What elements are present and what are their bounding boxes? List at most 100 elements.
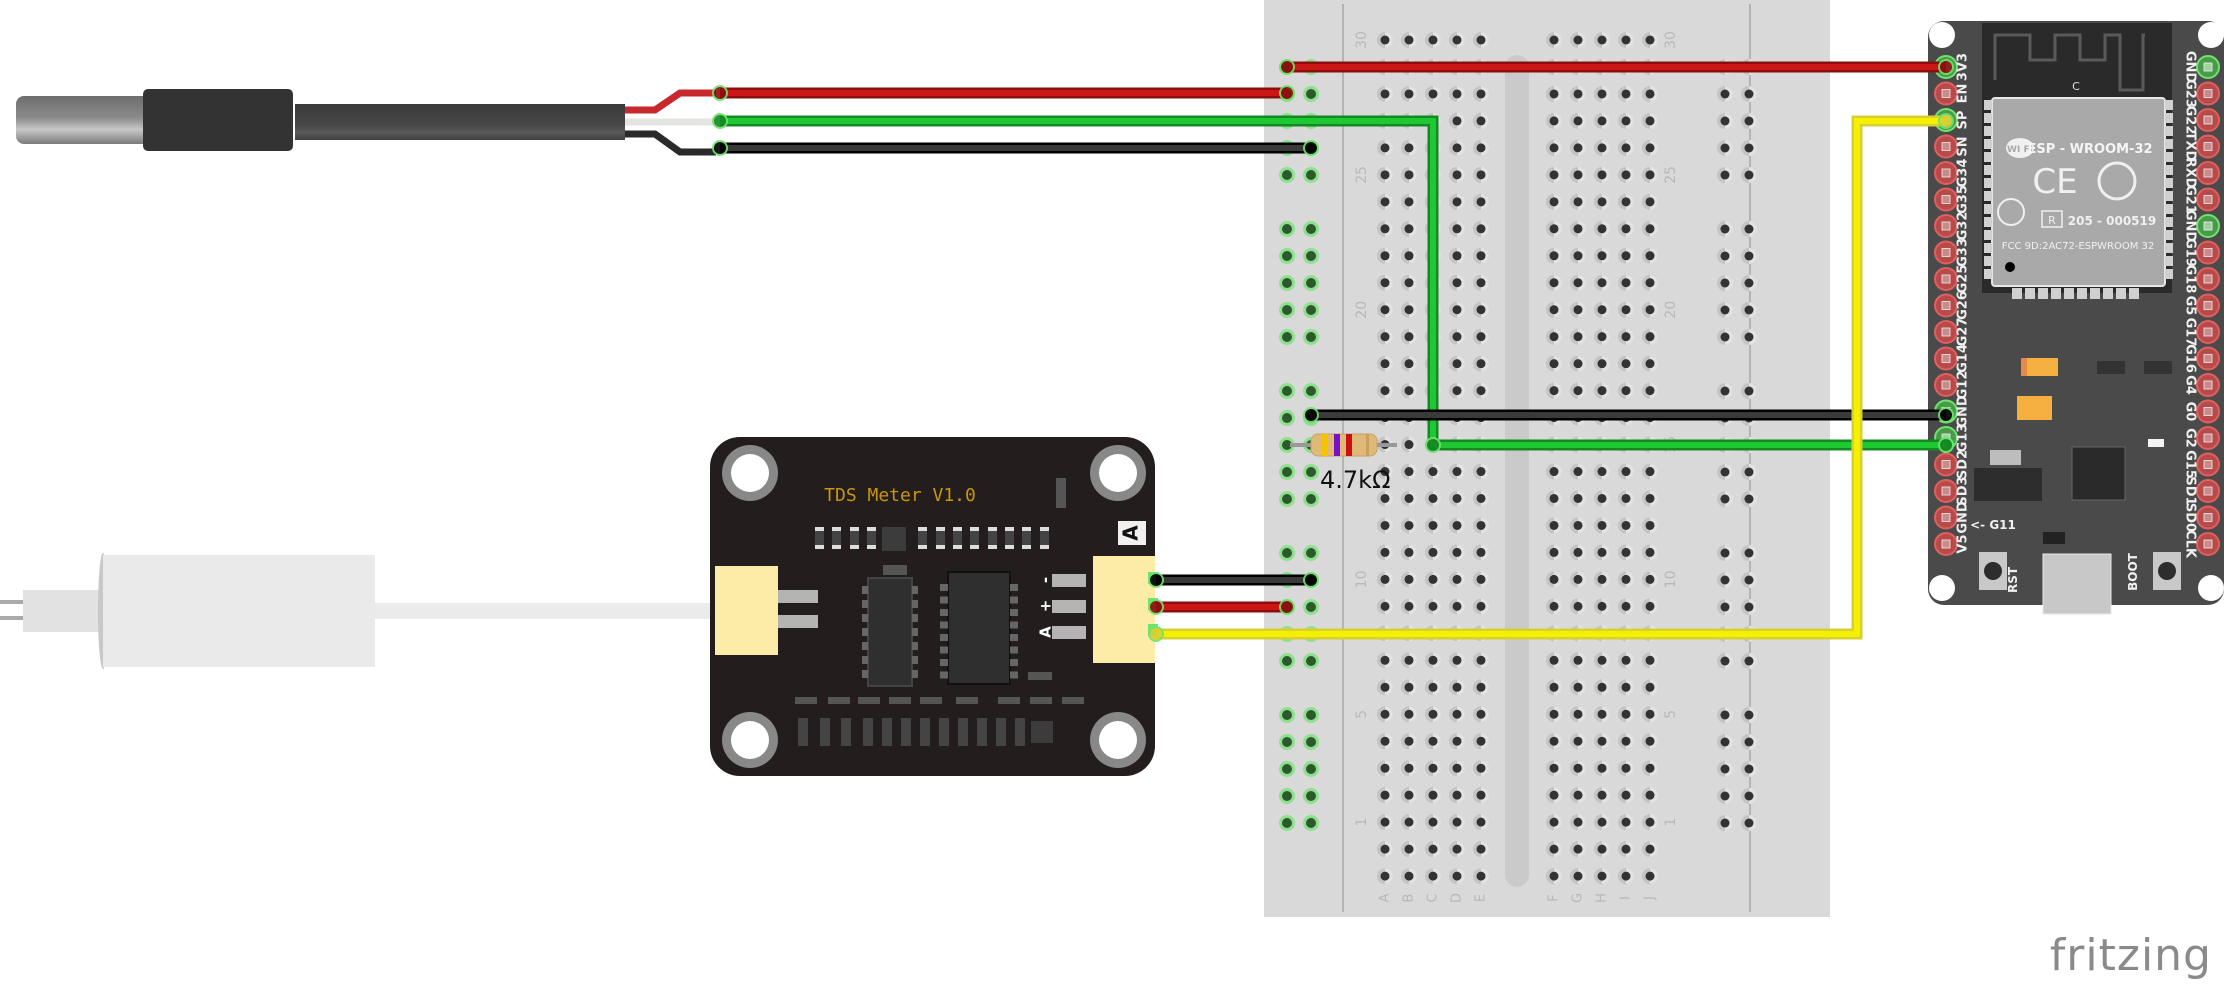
- esp32-pin-sd1[interactable]: SD1: [2183, 476, 2220, 506]
- tds-probe[interactable]: [0, 553, 715, 669]
- esp32-pin-g26[interactable]: G26: [1934, 291, 1971, 320]
- breadboard-hole-center: [1597, 817, 1607, 827]
- breadboard-hole-center: [1573, 682, 1583, 692]
- connector-pin: [778, 615, 818, 628]
- wire-endpoint[interactable]: [1938, 59, 1954, 75]
- breadboard-hole-center: [1452, 493, 1462, 503]
- esp32-pin-g35[interactable]: G35: [1934, 185, 1971, 214]
- esp32-pin-g12[interactable]: G12: [1934, 371, 1971, 400]
- breadboard-hole-center: [1621, 547, 1631, 557]
- wire-endpoint[interactable]: [1148, 572, 1164, 588]
- esp32-pin-g2[interactable]: G2: [2183, 426, 2220, 450]
- esp32-pin-sn[interactable]: SN: [1934, 134, 1971, 159]
- esp32-pin-en[interactable]: EN: [1934, 81, 1971, 106]
- esp32-pin-rxd[interactable]: RXD: [2183, 158, 2220, 189]
- wire-endpoint[interactable]: [1148, 626, 1164, 642]
- transistor: [2144, 361, 2172, 374]
- wire-endpoint[interactable]: [1938, 407, 1954, 423]
- pin-label: SD1: [2183, 476, 2198, 505]
- probe-red-wire[interactable]: [712, 85, 1295, 101]
- esp32-pin-clk[interactable]: CLK: [2183, 530, 2220, 559]
- esp32-pin-g19[interactable]: G19: [2183, 238, 2220, 267]
- resistor[interactable]: 4.7kΩ: [1290, 433, 1397, 494]
- breadboard-hole-center: [1404, 89, 1414, 99]
- data-green-wire[interactable]: [1425, 437, 1954, 453]
- esp32-pin-g0[interactable]: G0: [2183, 399, 2220, 424]
- breadboard-hole-center: [1720, 467, 1730, 477]
- tds-yellow-wire[interactable]: [1148, 113, 1954, 642]
- wire-endpoint[interactable]: [1279, 59, 1295, 75]
- castellation: [1984, 139, 1992, 149]
- esp32-pin-txd[interactable]: TXD: [2183, 132, 2220, 162]
- esp32-pin-g22[interactable]: G22: [2183, 106, 2220, 135]
- row-number-label: 1: [1663, 818, 1679, 827]
- breadboard-hole-center: [1404, 467, 1414, 477]
- esp32-pin-g21[interactable]: G21: [2183, 185, 2220, 214]
- red-3v3-wire[interactable]: [1279, 59, 1954, 75]
- pin-square: [1941, 380, 1951, 390]
- breadboard-hole-center: [1404, 574, 1414, 584]
- tds-meter-board[interactable]: TDS Meter V1.0 A - + A: [710, 437, 1158, 776]
- probe-steel-tip: [16, 96, 156, 144]
- breadboard-hole-center: [1621, 493, 1631, 503]
- esp32-pin-g16[interactable]: G16: [2183, 344, 2220, 373]
- tds-red-wire[interactable]: [1148, 599, 1295, 615]
- esp32-pin-g25[interactable]: G25: [1934, 265, 1971, 294]
- wire-endpoint[interactable]: [1425, 437, 1441, 453]
- esp32-pin-gnd[interactable]: GND: [2183, 210, 2220, 243]
- breadboard-hole-center: [1549, 224, 1559, 234]
- wire-endpoint[interactable]: [1938, 113, 1954, 129]
- wire-endpoint[interactable]: [1279, 85, 1295, 101]
- esp32-pin-g34[interactable]: G34: [1934, 159, 1971, 188]
- breadboard-hole-center: [1720, 494, 1730, 504]
- esp32-devkit[interactable]: C WI FI ESP - WROOM-32 CE R 205 - 000519…: [1928, 21, 2224, 615]
- breadboard-hole-center: [1645, 871, 1655, 881]
- wire-endpoint[interactable]: [1148, 599, 1164, 615]
- temperature-probe[interactable]: [16, 89, 716, 156]
- micro-usb-port[interactable]: [2042, 553, 2112, 615]
- breadboard-hole-center: [1306, 170, 1316, 180]
- esp32-pin-g33[interactable]: G33: [1934, 238, 1971, 267]
- breadboard-hole-center: [1404, 790, 1414, 800]
- gnd-black-wire[interactable]: [1303, 407, 1954, 423]
- wire-endpoint[interactable]: [1279, 599, 1295, 615]
- esp32-pin-gnd[interactable]: GND: [2183, 51, 2220, 84]
- esp32-pin-sd0[interactable]: SD0: [2183, 503, 2220, 532]
- tds-black-wire[interactable]: [1148, 572, 1319, 588]
- breadboard-hole-center: [1597, 520, 1607, 530]
- esp32-pin-g4[interactable]: G4: [2183, 373, 2220, 397]
- breadboard-hole-center: [1573, 359, 1583, 369]
- wire-endpoint[interactable]: [1938, 437, 1954, 453]
- rst-button-cap[interactable]: [1984, 562, 2002, 580]
- esp32-pin-sd3[interactable]: SD3: [1934, 476, 1971, 506]
- boot-button-cap[interactable]: [2158, 562, 2176, 580]
- probe-black-wire[interactable]: [712, 140, 1319, 156]
- breadboard-hole-center: [1306, 224, 1316, 234]
- wire-endpoint[interactable]: [1303, 140, 1319, 156]
- esp32-pin-gnd[interactable]: GND: [1934, 501, 1971, 534]
- smd-pad: [936, 527, 945, 531]
- breadboard-hole-center: [1621, 790, 1631, 800]
- esp32-pin-g17[interactable]: G17: [2183, 318, 2220, 347]
- breadboard-hole-center: [1621, 763, 1631, 773]
- castellation: [2038, 288, 2048, 299]
- wire-endpoint[interactable]: [1303, 572, 1319, 588]
- esp32-pin-g18[interactable]: G18: [2183, 265, 2220, 294]
- esp32-pin-g32[interactable]: G32: [1934, 212, 1971, 241]
- wire-endpoint[interactable]: [712, 113, 728, 129]
- breadboard-hole-center: [1645, 35, 1655, 45]
- esp32-pin-sd2[interactable]: SD2: [1934, 450, 1971, 479]
- wire-endpoint[interactable]: [1303, 407, 1319, 423]
- esp32-pin-g15[interactable]: G15: [2183, 450, 2220, 479]
- esp32-pin-g5[interactable]: G5: [2183, 293, 2220, 318]
- wire-endpoint[interactable]: [712, 85, 728, 101]
- esp32-pin-g23[interactable]: G23: [2183, 79, 2220, 108]
- breadboard-hole-center: [1404, 305, 1414, 315]
- esp32-pin-g14[interactable]: G14: [1934, 344, 1971, 373]
- esp32-pin-g27[interactable]: G27: [1934, 318, 1971, 347]
- wire-endpoint[interactable]: [712, 140, 728, 156]
- esp32-pin-v5[interactable]: V5: [1934, 532, 1971, 556]
- pin-label: EN: [1956, 84, 1971, 104]
